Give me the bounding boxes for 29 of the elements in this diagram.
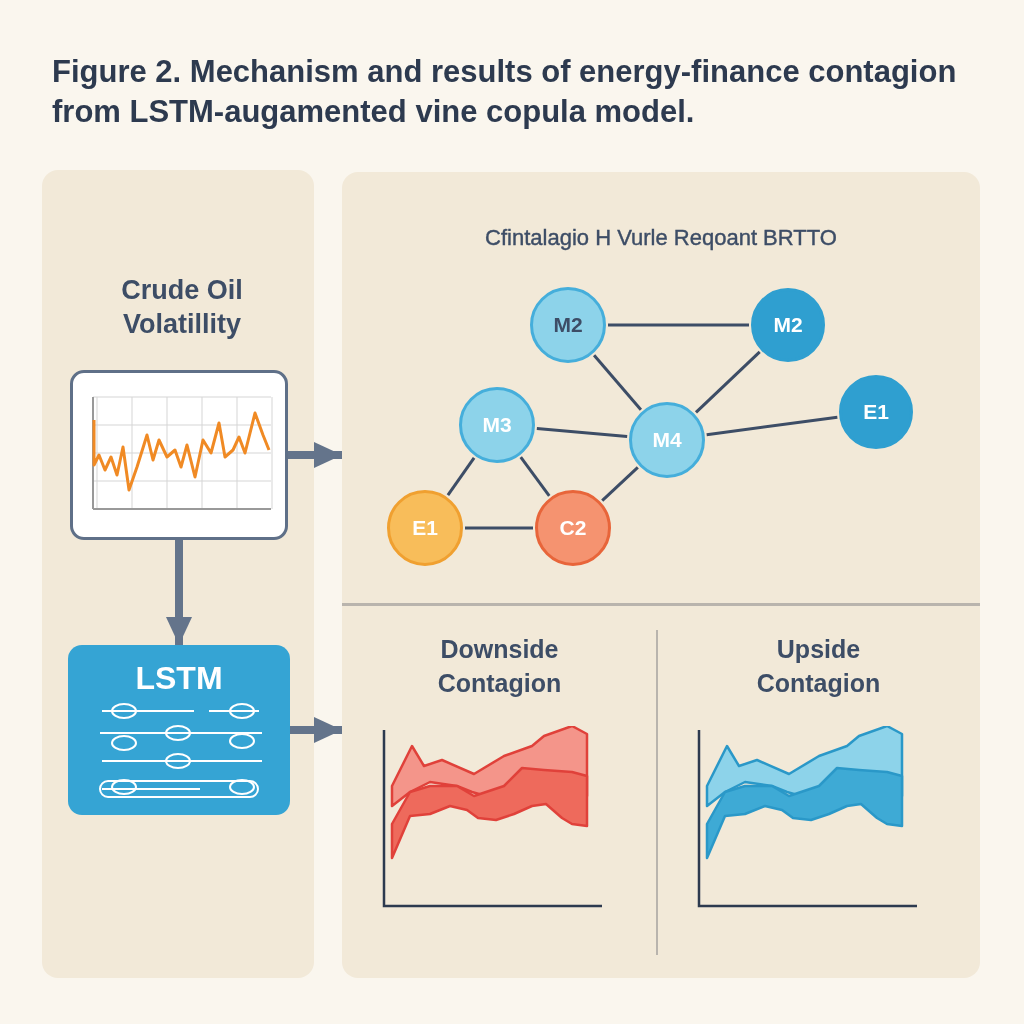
panel-heading: Crude Oil Volatillity — [120, 274, 244, 341]
connector-line — [601, 466, 639, 502]
connector-line — [694, 350, 761, 414]
network-node: M2 — [751, 288, 825, 362]
network-panel — [342, 172, 980, 603]
connector-line — [519, 456, 551, 497]
chart-title: Downside Contagion — [436, 634, 563, 699]
network-node: M3 — [459, 387, 535, 463]
arrow — [166, 540, 192, 645]
connector-line — [536, 427, 628, 438]
model-box — [68, 645, 290, 815]
connector-line — [446, 456, 476, 497]
network-node: C2 — [535, 490, 611, 566]
chart-panel — [657, 606, 980, 978]
chart-panel — [342, 606, 657, 978]
box-label: LSTM — [134, 659, 224, 697]
network-node: M2 — [530, 287, 606, 363]
network-node: E1 — [387, 490, 463, 566]
connector-line — [608, 323, 749, 327]
chart-title: Upside Contagion — [755, 634, 882, 699]
connector-line — [592, 354, 643, 411]
arrow — [288, 442, 342, 468]
network-node: M4 — [629, 402, 705, 478]
connector-line — [465, 526, 533, 530]
figure-title: Figure 2. Mechanism and results of energy-finance contagion from LSTM-augamented vine copula model. — [52, 53, 958, 131]
connector-line — [706, 415, 838, 437]
network-node: E1 — [839, 375, 913, 449]
arrow — [290, 717, 342, 743]
panel-title: Cfintalagio H Vurle Reqoant BRTTO — [484, 224, 838, 252]
